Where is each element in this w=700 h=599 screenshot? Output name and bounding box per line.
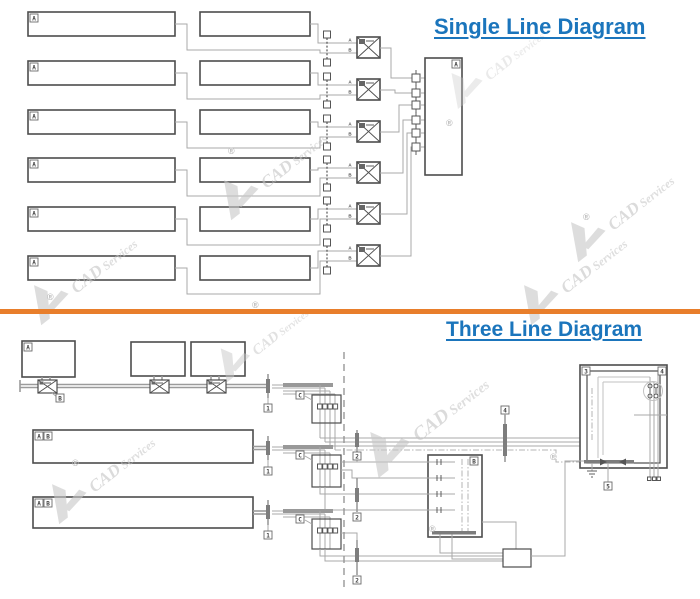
- svg-text:B: B: [46, 433, 50, 440]
- diagram-label: 5: [603, 481, 613, 491]
- phase-label: A: [348, 38, 352, 43]
- diagram-label: B: [55, 393, 65, 403]
- diagram-label: A: [29, 62, 39, 72]
- phase-label: B: [348, 214, 352, 219]
- phase-label: B: [348, 48, 352, 53]
- registered-mark: ®: [583, 212, 590, 222]
- phase-label: A: [348, 163, 352, 168]
- svg-text:A: A: [26, 344, 30, 351]
- svg-text:A: A: [32, 259, 36, 266]
- diagram-label: C: [295, 514, 305, 524]
- svg-text:4: 4: [503, 407, 507, 414]
- svg-text:A: A: [32, 15, 36, 22]
- diagram-label: 2: [352, 451, 362, 461]
- registered-mark: ®: [228, 146, 235, 156]
- svg-text:5: 5: [606, 483, 610, 490]
- registered-mark: ®: [47, 292, 54, 302]
- svg-text:C: C: [298, 452, 302, 459]
- diagram-label: B: [43, 498, 53, 508]
- diagram-label: 4: [500, 405, 510, 415]
- phase-label: B: [348, 132, 352, 137]
- diagram-label: A: [451, 59, 461, 69]
- phase-label: B: [348, 173, 352, 178]
- three-line-diagram: [19, 340, 668, 592]
- diagram-label: 1: [263, 403, 273, 413]
- svg-text:C: C: [298, 516, 302, 523]
- diagram-label: B: [43, 431, 53, 441]
- svg-text:A: A: [37, 433, 41, 440]
- diagram-label: B: [469, 456, 479, 466]
- svg-text:1: 1: [266, 468, 270, 475]
- diagram-label: A: [34, 498, 44, 508]
- single-line-title: Single Line Diagram: [434, 14, 646, 39]
- svg-text:4: 4: [660, 368, 664, 375]
- svg-text:A: A: [32, 64, 36, 71]
- registered-mark: ®: [429, 524, 436, 534]
- diagram-label: A: [29, 208, 39, 218]
- diagram-label: C: [295, 390, 305, 400]
- registered-mark: ®: [72, 458, 79, 468]
- svg-text:A: A: [32, 210, 36, 217]
- phase-label: A: [348, 80, 352, 85]
- phase-label: A: [348, 246, 352, 251]
- svg-text:2: 2: [355, 577, 359, 584]
- diagram-label: A: [29, 257, 39, 267]
- svg-text:A: A: [32, 161, 36, 168]
- diagram-label: 4: [657, 366, 667, 376]
- phase-label: B: [348, 90, 352, 95]
- diagram-label: A: [34, 431, 44, 441]
- svg-text:1: 1: [266, 532, 270, 539]
- svg-text:A: A: [454, 61, 458, 68]
- diagram-label: A: [23, 342, 33, 352]
- diagram-label: A: [29, 13, 39, 23]
- svg-text:B: B: [58, 395, 62, 402]
- phase-label: A: [348, 122, 352, 127]
- registered-mark: ®: [446, 118, 453, 128]
- svg-text:C: C: [298, 392, 302, 399]
- phase-label: A: [348, 204, 352, 209]
- svg-text:B: B: [46, 500, 50, 507]
- diagram-label: A: [29, 159, 39, 169]
- svg-text:A: A: [37, 500, 41, 507]
- diagram-label: 3: [581, 366, 591, 376]
- diagram-label: 2: [352, 575, 362, 585]
- registered-mark: ®: [252, 300, 259, 310]
- diagram-label: A: [29, 111, 39, 121]
- diagram-label: 1: [263, 466, 273, 476]
- registered-mark: ®: [550, 452, 557, 462]
- diagram-label: 2: [352, 512, 362, 522]
- phase-label: B: [348, 256, 352, 261]
- svg-text:3: 3: [584, 368, 588, 375]
- diagram-label: C: [295, 450, 305, 460]
- diagram-label: 1: [263, 530, 273, 540]
- svg-text:2: 2: [355, 514, 359, 521]
- svg-text:B: B: [472, 458, 476, 465]
- three-line-title: Three Line Diagram: [446, 318, 643, 341]
- svg-text:A: A: [32, 113, 36, 120]
- svg-text:2: 2: [355, 453, 359, 460]
- section-divider: [0, 309, 700, 314]
- svg-text:1: 1: [266, 405, 270, 412]
